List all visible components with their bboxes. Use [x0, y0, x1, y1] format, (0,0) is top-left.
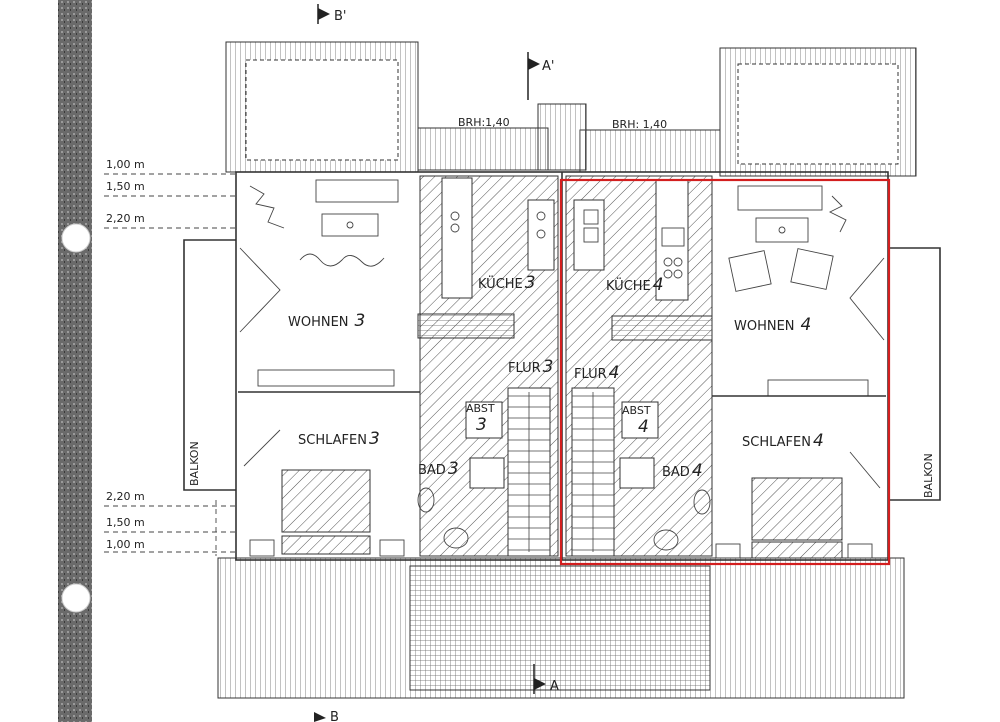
parapet-label-left: BRH:1,40 — [458, 116, 510, 129]
height-label-2: 1,50 m — [106, 180, 145, 193]
room-label-abst-3: ABST — [466, 402, 495, 415]
height-label-1: 1,00 m — [106, 158, 145, 171]
height-label-6: 1,00 m — [106, 538, 145, 551]
balcony-label-left: BALKON — [188, 441, 201, 486]
section-marker-a-top: A' — [542, 59, 554, 74]
section-marker-b-bottom: B — [330, 710, 339, 722]
balcony-label-right: BALKON — [922, 453, 935, 498]
height-label-3: 2,20 m — [106, 212, 145, 225]
punch-hole-bottom — [61, 583, 91, 613]
room-label-abst-4-num: 4 — [638, 417, 649, 437]
height-label-5: 1,50 m — [106, 516, 145, 529]
section-marker-b-top: B' — [334, 9, 347, 24]
parapet-right — [579, 129, 721, 173]
scan-edge — [58, 0, 92, 722]
height-label-4: 2,20 m — [106, 490, 145, 503]
room-label-abst-4: ABST — [622, 404, 651, 417]
stair-treads — [508, 392, 614, 552]
parapet-left — [417, 127, 549, 171]
punch-hole-top — [61, 223, 91, 253]
room-label-abst-3-num: 3 — [476, 415, 487, 435]
parapet-label-right: BRH: 1,40 — [612, 118, 667, 131]
unit-4-highlight — [559, 178, 891, 566]
section-marker-a-bottom: A — [550, 679, 559, 694]
